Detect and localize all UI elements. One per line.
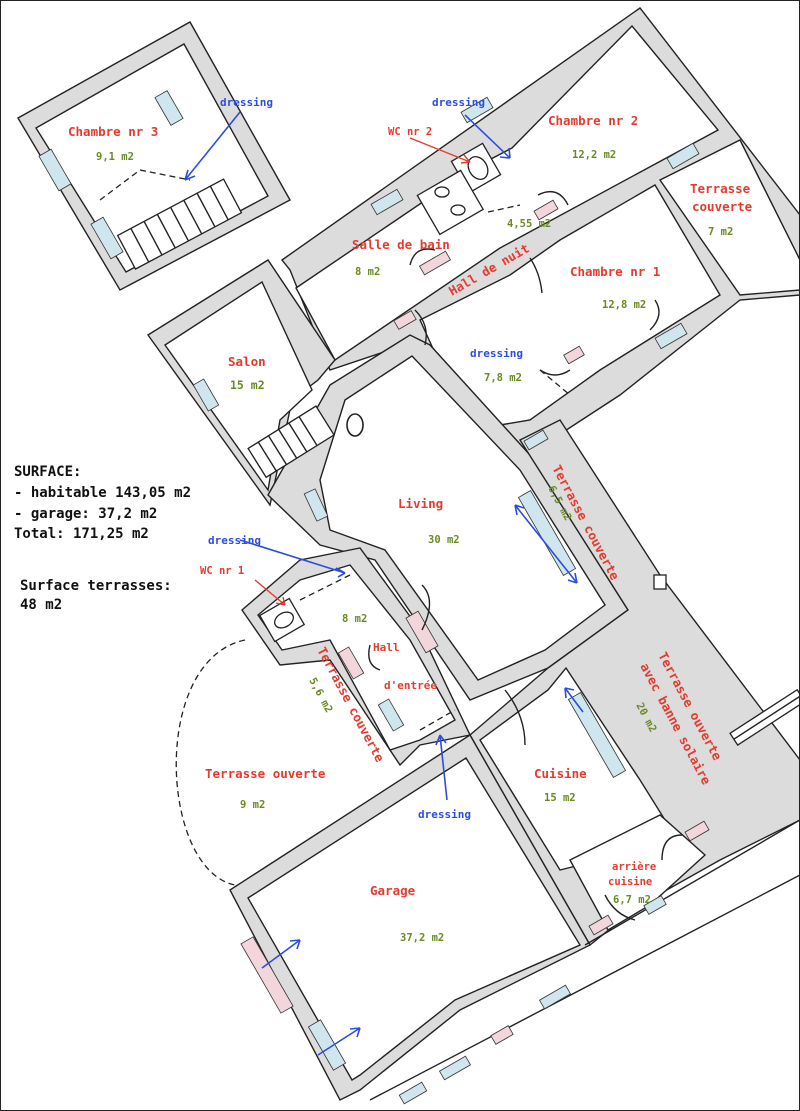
room-name-chambre3: Chambre nr 3 (68, 124, 158, 139)
door-arc (661, 834, 683, 861)
dressing-outline (419, 709, 456, 731)
dressing-outline (487, 204, 521, 213)
door-arc (421, 584, 431, 631)
room-area-cuisine: 15 m2 (544, 792, 576, 804)
terrace-boundary-arc (175, 639, 246, 886)
room-area-salle-bain: 8 m2 (355, 266, 380, 278)
room-name-terrasse-ouverte: Terrasse ouverte (205, 766, 326, 781)
surface-garage: - garage: 37,2 m2 (14, 506, 157, 522)
door-arc (649, 299, 660, 331)
toilet-wc1-icon (258, 597, 306, 643)
room-name-living: Living (398, 496, 443, 511)
dressing-label-ch3: dressing (220, 96, 273, 109)
dressing-label-hall: dressing (418, 808, 471, 821)
room-area-chambre1: 12,8 m2 (602, 299, 646, 311)
arrow-wc2 (409, 137, 471, 164)
room-area-chambre2: 12,2 m2 (572, 149, 616, 161)
door-arc (529, 257, 543, 294)
arrow-garage-1 (261, 939, 301, 969)
surface-terrasses-value: 48 m2 (20, 597, 62, 613)
arrow-wc1 (254, 579, 286, 606)
room-area-dressing-ch1: 7,8 m2 (484, 372, 522, 384)
door-arc (409, 248, 436, 266)
room-name-salon: Salon (228, 354, 266, 369)
column-icon (346, 413, 364, 437)
arrow-dressing-entree (239, 539, 346, 578)
door-arc (537, 191, 569, 206)
room-area-terrasse-ne: 7 m2 (708, 226, 733, 238)
room-name-wc2: WC nr 2 (388, 126, 432, 138)
room-name-chambre2: Chambre nr 2 (548, 113, 638, 128)
room-name-chambre1: Chambre nr 1 (570, 264, 660, 279)
door-arc (504, 689, 526, 746)
bathtub-sink-icon (416, 169, 485, 236)
stairs-chambre3 (116, 178, 243, 270)
post (653, 574, 667, 590)
room-name-wc1: WC nr 1 (200, 565, 244, 577)
dressing-label-ch1: dressing (470, 347, 523, 360)
room-name-garage: Garage (370, 883, 416, 898)
door-arc (604, 894, 636, 921)
door-arc (414, 309, 427, 346)
door-arc (368, 644, 381, 671)
surface-habitable: - habitable 143,05 m2 (14, 485, 191, 501)
arrow-dressing-hall (435, 734, 448, 801)
dressing-outline (539, 369, 571, 396)
arrow-dressing-ch3 (184, 111, 241, 181)
room-area-hall-entree: 8 m2 (342, 613, 367, 625)
surface-title: SURFACE: (14, 464, 81, 480)
room-area-salon: 15 m2 (230, 378, 265, 392)
room-name-arriere-cuisine-1: arrière (612, 861, 656, 873)
room-area-garage: 37,2 m2 (400, 932, 444, 944)
stairs-salon (247, 405, 335, 479)
arrow-terrace-e (514, 504, 578, 584)
arrow-dressing-ch2 (464, 114, 511, 159)
room-name-cuisine: Cuisine (534, 766, 587, 781)
room-name-terrasse-ne-1: Terrasse (690, 181, 751, 196)
surface-terrasses-title: Surface terrasses: (20, 578, 172, 594)
room-name-hall-entree-1: Hall (373, 641, 400, 654)
room-name-salle-bain: Salle de bain (352, 237, 450, 252)
room-area-chambre3: 9,1 m2 (96, 151, 134, 163)
room-area-hall-nuit: 4,55 m2 (507, 218, 551, 230)
arrow-garage-2 (317, 1027, 361, 1056)
room-name-arriere-cuisine-2: cuisine (608, 876, 652, 888)
arrow-cuisine (564, 687, 584, 713)
arrows (184, 111, 584, 1056)
walls (17, 7, 800, 1101)
room-name-hall-entree-2: d'entrée (384, 679, 437, 692)
outdoor-bench (729, 688, 800, 746)
dressing-label-ch2: dressing (432, 96, 485, 109)
surface-total: Total: 171,25 m2 (14, 526, 149, 542)
room-area-living: 30 m2 (428, 534, 460, 546)
room-area-terrasse-ouverte: 9 m2 (240, 799, 265, 811)
fixtures (99, 142, 800, 921)
room-area-arriere-cuisine: 6,7 m2 (613, 894, 651, 906)
dressing-label-entree: dressing (208, 534, 261, 547)
dressing-outline (99, 169, 191, 201)
room-name-terrasse-ne-2: couverte (692, 199, 753, 214)
